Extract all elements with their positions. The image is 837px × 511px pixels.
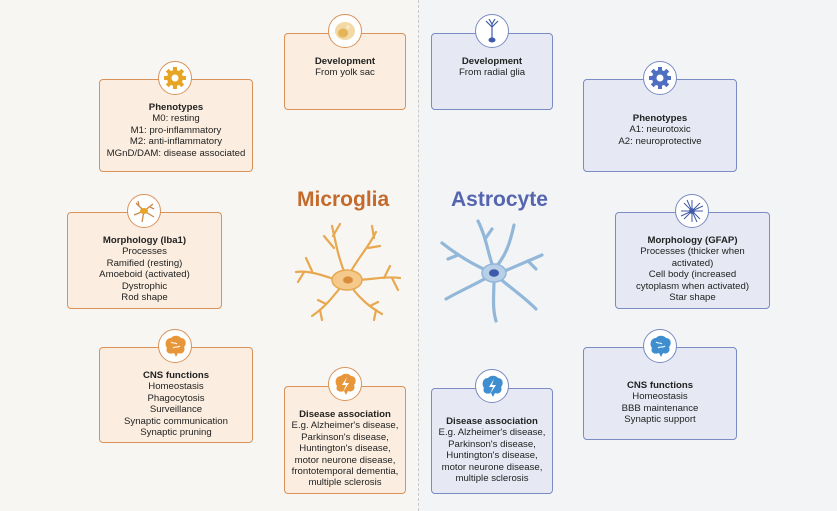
card-title: Morphology (Iba1): [102, 235, 187, 246]
astrocyte-cell-illustration: [440, 219, 544, 323]
microglia-title: Microglia: [297, 188, 390, 211]
card-line: Phagocytosis: [147, 392, 205, 404]
card-line: Huntington's disease,: [299, 443, 391, 455]
gear-icon: [643, 61, 677, 95]
card-line: motor neurone disease,: [441, 461, 543, 473]
card-line: multiple sclerosis: [308, 477, 382, 489]
card-line: E.g. Alzheimer's disease,: [291, 420, 399, 432]
card-line: cytoplasm when activated): [635, 280, 750, 292]
card-title: CNS functions: [142, 370, 210, 381]
card-line: Processes (thicker when: [640, 246, 745, 258]
card-title: Morphology (GFAP): [647, 235, 738, 246]
card-line: Ramified (resting): [106, 257, 183, 269]
gear-icon: [158, 61, 192, 95]
astrocyte-development-card: Development From radial glia: [431, 33, 553, 110]
card-line: Parkinson's disease,: [448, 438, 536, 450]
card-line: M1: pro-inflammatory: [130, 124, 222, 136]
card-line: BBB maintenance: [621, 402, 699, 414]
card-line: Huntington's disease,: [446, 450, 538, 462]
brain-icon: [643, 329, 677, 363]
card-line: Synaptic communication: [124, 415, 228, 427]
brain-icon: [158, 329, 192, 363]
astrocyte-cell-icon: [675, 194, 709, 228]
card-title: Disease association: [446, 416, 538, 427]
card-line: E.g. Alzheimer's disease,: [438, 427, 546, 439]
card-line: Dystrophic: [121, 280, 168, 292]
card-line: Synaptic support: [624, 414, 696, 426]
card-title: CNS functions: [626, 380, 694, 391]
card-title: Phenotypes: [632, 113, 688, 124]
card-line: A2: neuroprotective: [618, 135, 702, 147]
microglia-cns-functions-card: CNS functions Homeostasis Phagocytosis S…: [99, 347, 253, 443]
card-line: multiple sclerosis: [455, 473, 529, 485]
card-line: Processes: [122, 246, 167, 258]
card-line: activated): [671, 257, 714, 269]
card-line: From radial glia: [458, 67, 526, 79]
brain-lightning-icon: [475, 369, 509, 403]
card-title: Development: [461, 56, 523, 67]
card-title: Development: [314, 56, 376, 67]
card-line: Amoeboid (activated): [99, 269, 190, 281]
yolk-sac-icon: [328, 14, 362, 48]
brain-lightning-icon: [328, 367, 362, 401]
astrocyte-title: Astrocyte: [451, 188, 548, 211]
card-line: Parkinson's disease,: [301, 431, 389, 443]
astrocyte-disease-card: Disease association E.g. Alzheimer's dis…: [431, 388, 553, 494]
card-line: frontotemporal dementia,: [291, 466, 399, 478]
microglia-cell-illustration: [294, 222, 402, 322]
astrocyte-morphology-card: Morphology (GFAP) Processes (thicker whe…: [615, 212, 770, 309]
card-line: Homeostasis: [632, 391, 688, 403]
card-line: motor neurone disease,: [294, 454, 396, 466]
microglia-disease-card: Disease association E.g. Alzheimer's dis…: [284, 386, 406, 494]
card-line: Cell body (increased: [648, 269, 737, 281]
card-title: Phenotypes: [148, 102, 204, 113]
card-line: MGnD/DAM: disease associated: [106, 147, 246, 159]
card-line: Synaptic pruning: [140, 427, 212, 439]
microglia-morphology-card: Morphology (Iba1) Processes Ramified (re…: [67, 212, 222, 309]
card-line: Homeostasis: [148, 381, 204, 393]
card-line: Rod shape: [121, 292, 168, 304]
card-line: Surveillance: [149, 404, 203, 416]
card-line: M0: resting: [152, 113, 200, 125]
card-line: A1: neurotoxic: [629, 124, 691, 136]
card-line: Star shape: [669, 292, 716, 304]
card-line: From yolk sac: [315, 67, 375, 79]
radial-glia-icon: [475, 14, 509, 48]
card-title: Disease association: [299, 409, 391, 420]
center-divider: [418, 0, 419, 511]
card-line: M2: anti-inflammatory: [129, 136, 223, 148]
microglia-cell-icon: [127, 194, 161, 228]
